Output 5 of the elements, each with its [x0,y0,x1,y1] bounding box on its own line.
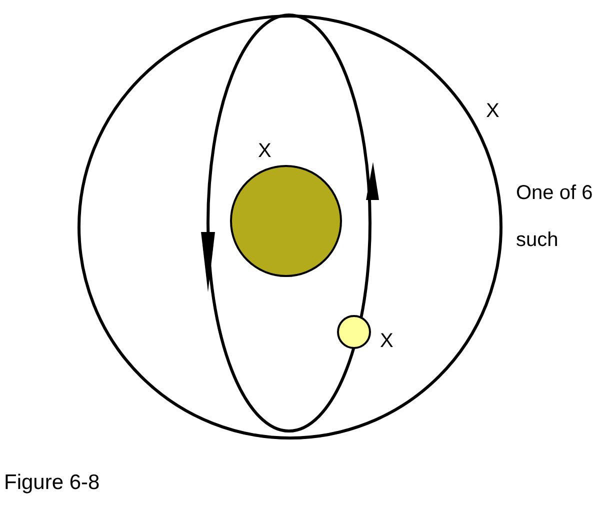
label-text: X [258,139,272,164]
figure-caption: Figure 6-8 [4,470,100,496]
label-text: X [380,329,394,354]
label-text: X [486,99,500,124]
label-text: One of 6 such [516,181,594,253]
